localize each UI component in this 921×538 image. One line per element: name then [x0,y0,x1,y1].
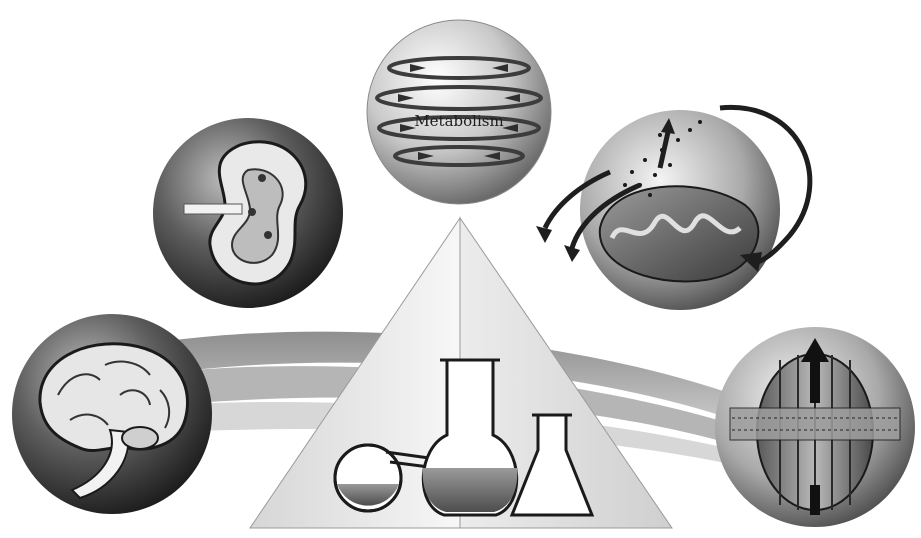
metabolism-sphere: Metabolism [367,20,551,204]
ion-channel-sphere [715,327,915,527]
metabolism-label: Metabolism [414,112,503,130]
kidney-sphere [153,118,343,308]
mitochondrion-sphere [536,107,810,310]
brain-sphere [12,314,212,514]
